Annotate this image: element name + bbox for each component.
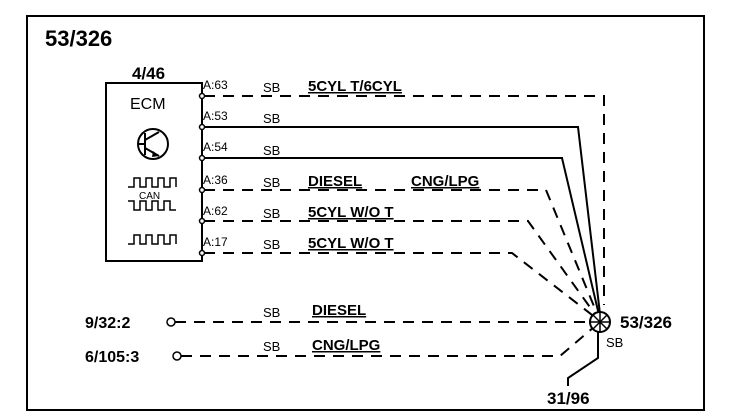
diagram-frame xyxy=(26,15,705,411)
wire-color: SB xyxy=(606,335,623,350)
wire-color: SB xyxy=(263,206,280,221)
external-ref: 9/32:2 xyxy=(85,315,130,332)
pin-label: A:36 xyxy=(203,173,228,187)
wire-a63 xyxy=(198,92,605,305)
wire-color: SB xyxy=(263,111,280,126)
wire-condition: DIESEL xyxy=(308,173,362,190)
ecm-ref: 4/46 xyxy=(132,64,165,83)
wire-condition: 5CYL W/O T xyxy=(308,235,394,252)
ecm-box xyxy=(105,82,203,262)
splice-connector-icon xyxy=(589,311,611,333)
external-terminal xyxy=(166,317,176,327)
external-terminal xyxy=(172,351,182,361)
wire-cng xyxy=(181,326,595,357)
pin-label: A:54 xyxy=(203,140,228,154)
external-ref: 6/105:3 xyxy=(85,349,139,366)
pin-label: A:17 xyxy=(203,235,228,249)
wire-condition: 5CYL T/6CYL xyxy=(308,78,402,95)
wire-a17 xyxy=(198,249,597,319)
wire-condition: 5CYL W/O T xyxy=(308,204,394,221)
pin-label: A:53 xyxy=(203,109,228,123)
diagram-title: 53/326 xyxy=(45,26,112,51)
connector-ref: 53/326 xyxy=(620,313,672,332)
wire-color: SB xyxy=(263,339,280,354)
transistor-icon xyxy=(137,128,169,160)
pin-label: A:62 xyxy=(203,204,228,218)
ecm-label: ECM xyxy=(130,96,166,113)
can-signal-icon xyxy=(128,200,176,211)
wire-color: SB xyxy=(263,80,280,95)
wire-a62 xyxy=(198,217,598,318)
wire-color: SB xyxy=(263,143,280,158)
wire-color: SB xyxy=(263,237,280,252)
wire-color: SB xyxy=(263,305,280,320)
square-wave-icon xyxy=(128,234,177,245)
square-wave-icon xyxy=(128,177,177,188)
wire-a54 xyxy=(198,154,600,316)
pin-label: A:63 xyxy=(203,78,228,92)
wire-condition: DIESEL xyxy=(312,302,366,319)
wire-condition: CNG/LPG xyxy=(411,173,479,190)
ground-ref: 31/96 xyxy=(547,389,590,408)
wire-condition: CNG/LPG xyxy=(312,337,380,354)
can-label: CAN xyxy=(139,191,160,202)
wire-color: SB xyxy=(263,175,280,190)
wire-a36 xyxy=(198,186,599,317)
wire-a53 xyxy=(198,123,601,315)
ground-wire xyxy=(567,332,599,386)
